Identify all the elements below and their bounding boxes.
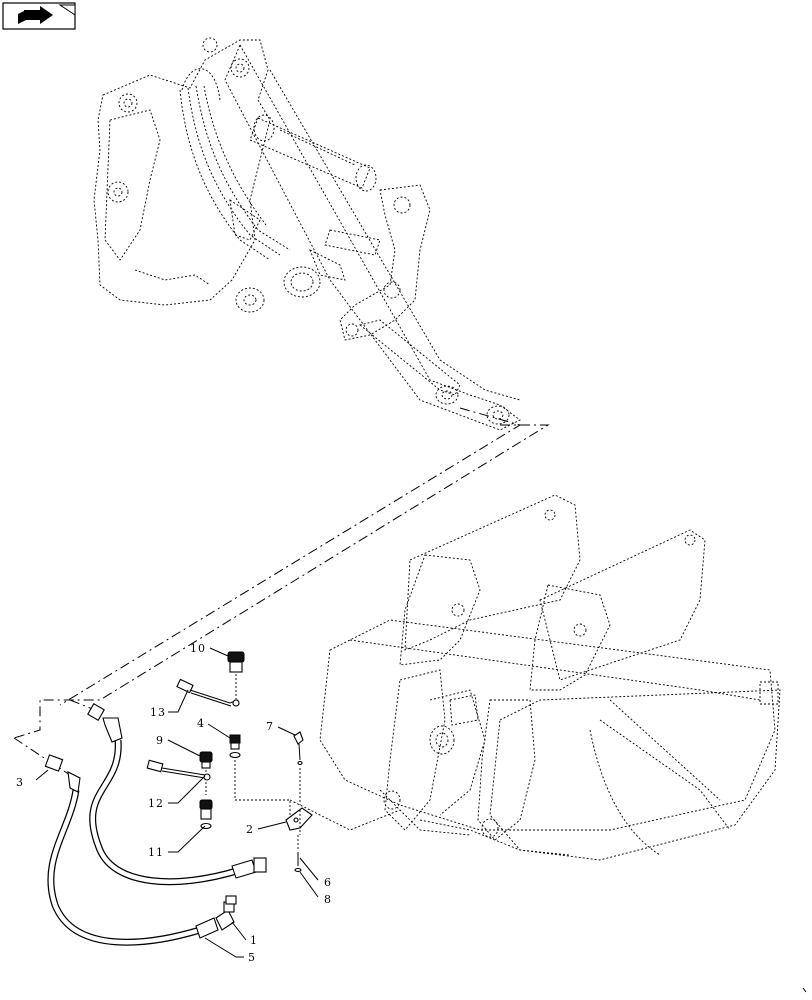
callout-2: 2 <box>246 823 254 836</box>
leader-lines <box>35 647 319 958</box>
exploded-parts <box>146 651 401 905</box>
hydraulic-hose-upper <box>89 739 242 886</box>
callout-12: 12 <box>148 797 164 810</box>
corner-mark <box>802 987 807 993</box>
callout-labels: 10 13 4 7 9 12 3 11 2 6 8 1 5 <box>16 642 332 964</box>
routing-centerline <box>13 407 550 776</box>
callout-5: 5 <box>248 951 256 964</box>
callout-9: 9 <box>156 734 164 747</box>
attachment-assembly <box>319 494 781 861</box>
callout-8: 8 <box>324 893 332 906</box>
callout-10: 10 <box>190 642 206 655</box>
callout-7: 7 <box>266 720 274 733</box>
callout-6: 6 <box>324 876 332 889</box>
callout-1: 1 <box>250 934 258 947</box>
callout-13: 13 <box>150 706 166 719</box>
hose-fittings <box>44 703 267 939</box>
callout-11: 11 <box>148 846 164 859</box>
callout-3: 3 <box>16 776 24 789</box>
callout-4: 4 <box>197 717 205 730</box>
loader-frame-assembly <box>93 37 521 431</box>
page-forward-icon[interactable] <box>2 2 76 30</box>
hydraulic-hose-lower <box>47 789 202 946</box>
